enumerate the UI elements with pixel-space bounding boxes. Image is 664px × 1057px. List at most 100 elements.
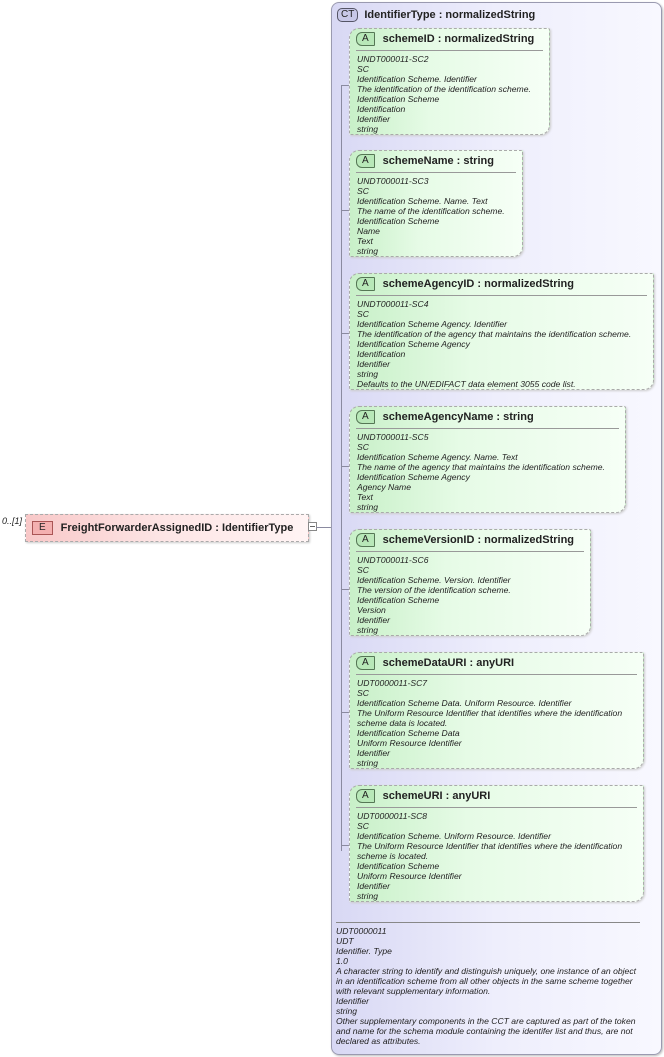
doc-line: The version of the identification scheme… xyxy=(357,585,511,595)
attribute-title: schemeName : string xyxy=(382,155,494,167)
doc-line: Identification Scheme Agency xyxy=(357,339,470,349)
occurrence-label: 0..[1] xyxy=(2,516,23,526)
doc-line: Identifier xyxy=(336,996,369,1006)
connector-line xyxy=(341,85,349,86)
doc-line: Identification Scheme Agency xyxy=(357,472,470,482)
doc-line: The identification of the agency that ma… xyxy=(357,329,632,339)
doc-line: The Uniform Resource Identifier that ide… xyxy=(357,708,623,728)
doc-line: Name xyxy=(357,226,380,236)
doc-line: string xyxy=(357,758,379,768)
doc-line: string xyxy=(357,502,379,512)
attribute-icon: A xyxy=(356,32,375,46)
doc-line: Uniform Resource Identifier xyxy=(357,871,462,881)
doc-line: Identification Scheme Agency. Name. Text xyxy=(357,452,518,462)
doc-line: Identification Scheme xyxy=(357,94,440,104)
doc-line: Identification Scheme Data xyxy=(357,728,460,738)
element-freight-forwarder-assigned-id[interactable]: E FreightForwarderAssignedID : Identifie… xyxy=(25,514,309,542)
doc-line: UDT0000011-SC7 xyxy=(357,678,428,688)
doc-line: SC xyxy=(357,442,369,452)
doc-line: Identification Scheme Data. Uniform Reso… xyxy=(357,698,572,708)
doc-line: Identification Scheme. Name. Text xyxy=(357,196,488,206)
attribute-title: schemeVersionID : normalizedString xyxy=(382,534,575,546)
doc-line: SC xyxy=(357,309,369,319)
doc-line: Agency Name xyxy=(357,482,411,492)
connector-line xyxy=(341,333,349,334)
attribute-icon: A xyxy=(356,656,375,670)
doc-line: UDT0000011 xyxy=(336,926,387,936)
doc-line: Text xyxy=(357,492,373,502)
doc-line: SC xyxy=(357,186,369,196)
doc-line: string xyxy=(357,246,379,256)
doc-line: Identifier xyxy=(357,615,390,625)
connector-line xyxy=(341,210,349,211)
connector-line xyxy=(341,845,349,846)
element-title: FreightForwarderAssignedID : IdentifierT… xyxy=(60,522,294,534)
doc-line: string xyxy=(357,625,379,635)
doc-line: The identification of the identification… xyxy=(357,84,531,94)
doc-line: Identifier xyxy=(357,748,390,758)
doc-line: SC xyxy=(357,821,369,831)
doc-line: Identification Scheme. Uniform Resource.… xyxy=(357,831,551,841)
doc-line: UNDT000011-SC3 xyxy=(357,176,429,186)
attribute-title: schemeAgencyName : string xyxy=(382,411,534,423)
doc-line: Version xyxy=(357,605,386,615)
attribute-icon: A xyxy=(356,277,375,291)
connector-line xyxy=(316,527,341,528)
doc-line: Identification Scheme. Version. Identifi… xyxy=(357,575,511,585)
attribute-title: schemeURI : anyURI xyxy=(382,790,491,802)
doc-line: Identification Scheme xyxy=(357,595,440,605)
doc-line: Identification xyxy=(357,349,406,359)
doc-line: string xyxy=(336,1006,358,1016)
doc-line: The name of the identification scheme. xyxy=(357,206,505,216)
attribute-icon: A xyxy=(356,410,375,424)
doc-line: SC xyxy=(357,565,369,575)
doc-line: UNDT000011-SC6 xyxy=(357,555,429,565)
attribute-title: schemeAgencyID : normalizedString xyxy=(382,278,574,290)
doc-line: Identification Scheme xyxy=(357,216,440,226)
doc-line: Identification xyxy=(357,104,406,114)
doc-line: The name of the agency that maintains th… xyxy=(357,462,605,472)
complex-type-icon: CT xyxy=(337,8,359,22)
connector-line xyxy=(341,466,349,467)
doc-line: SC xyxy=(357,688,369,698)
connector-line xyxy=(341,85,342,851)
doc-line: A character string to identify and disti… xyxy=(336,966,637,996)
element-icon: E xyxy=(32,521,53,535)
doc-line: SC xyxy=(357,64,369,74)
doc-line: Identification Scheme. Identifier xyxy=(357,74,477,84)
doc-line: Uniform Resource Identifier xyxy=(357,738,462,748)
doc-line: Text xyxy=(357,236,373,246)
doc-line: Defaults to the UN/EDIFACT data element … xyxy=(357,379,576,389)
doc-line: UNDT000011-SC5 xyxy=(357,432,429,442)
doc-line: string xyxy=(357,891,379,901)
doc-line: Other supplementary components in the CC… xyxy=(336,1016,636,1046)
doc-line: The Uniform Resource Identifier that ide… xyxy=(357,841,623,861)
collapse-toggle-icon[interactable] xyxy=(308,522,317,531)
doc-line: UNDT000011-SC2 xyxy=(357,54,429,64)
doc-line: Identification Scheme Agency. Identifier xyxy=(357,319,507,329)
attribute-icon: A xyxy=(356,154,375,168)
doc-line: Identifier xyxy=(357,114,390,124)
connector-line xyxy=(341,712,349,713)
doc-line: UDT xyxy=(336,936,354,946)
